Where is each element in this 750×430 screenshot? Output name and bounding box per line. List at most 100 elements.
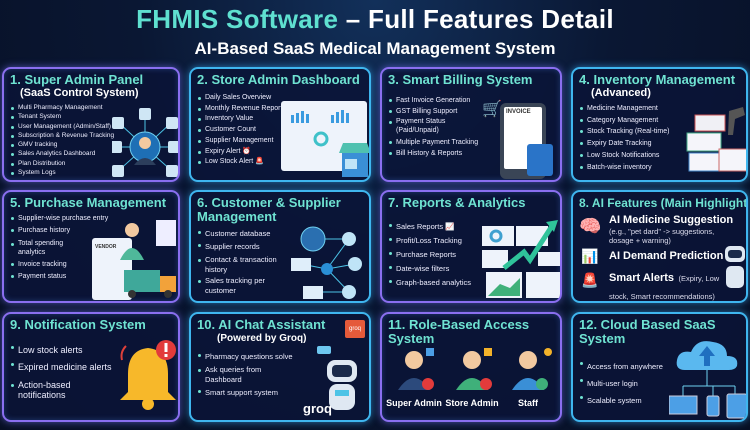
list-item: Stock Tracking (Real-time) [579,126,740,138]
card-cloud-based-saas-system: 12. Cloud Based SaaS System Access from … [571,312,748,422]
list-item: Customer Count [197,125,363,136]
list-item: Supplier-wise purchase entry [10,213,172,225]
groq-logo-badge: groq [345,320,365,338]
card-title: 1. Super Admin Panel [10,72,144,87]
robot-assistant-icon [317,346,357,410]
title-brand: FHMIS Software [136,4,339,34]
card-subtitle: (Advanced) [591,87,651,99]
feature-list: Medicine Management Category Management … [579,103,740,173]
ai-feature-demand-prediction: AI Demand Prediction [609,250,724,262]
card-title: 2. Store Admin Dashboard [197,72,360,87]
list-item: Supplier records [197,240,363,253]
card-super-admin-panel: 1. Super Admin Panel (SaaS Control Syste… [2,67,180,182]
list-item: Bill History & Reports [388,148,554,159]
feature-list: Access from anywhere Multi-user login Sc… [579,358,740,409]
list-item: Low Stock Notifications [579,150,740,162]
ai-feature-smart-alerts: Smart Alerts (Expiry, Low stock, Smart r… [609,268,721,301]
card-store-admin-dashboard: 2. Store Admin Dashboard Daily Sales Ove… [189,67,371,182]
list-item: GST Billing Support [388,106,554,117]
card-purchase-management: 5. Purchase Management Supplier-wise pur… [2,190,180,303]
list-item: Access from anywhere [579,358,740,375]
card-customer-supplier-management: 6. Customer & Supplier Management Custom… [189,190,371,303]
list-item: Multi Pharmacy Management [10,103,172,112]
feature-list: Low stock alerts Expired medicine alerts… [10,342,172,400]
cloud-devices-icon [669,341,746,419]
role-super-admin: Super Admin [386,398,442,408]
feature-list: Pharmacy questions solve Ask queries fro… [197,350,363,399]
bell-alert-icon [120,340,176,410]
medicine-boxes-scanner-icon [686,107,746,172]
list-item: User Management (Admin/Staff) [10,122,172,131]
list-item: Expiry Date Tracking [579,138,740,150]
chart-up-icon: 📊 [581,248,599,264]
role-staff: Staff [518,398,538,408]
card-subtitle: (SaaS Control System) [20,87,139,99]
feature-name: AI Medicine Suggestion [609,214,734,226]
list-item: Scalable system [579,392,740,409]
card-title: 10. AI Chat Assistant [197,317,326,332]
card-role-based-access-system: 11. Role-Based Access System Super Admin… [380,312,562,422]
card-title: 12. Cloud Based SaaS System [579,317,716,346]
role-avatars-illustration [398,348,552,390]
list-item: Sales Analytics Dashboard [10,149,172,158]
list-item: Fast Invoice Generation [388,95,554,106]
list-item: Monthly Revenue Report [197,104,363,115]
feature-name: Smart Alerts [609,272,675,284]
card-title: 9. Notification System [10,317,146,332]
ai-feature-medicine-suggestion: AI Medicine Suggestion (e.g., "pet dard"… [609,214,734,245]
list-item: Date-wise filters [388,262,554,276]
page-subtitle: AI-Based SaaS Medical Management System [194,39,556,58]
feature-detail: (e.g., "pet dard" -> suggestions, dosage… [609,227,715,245]
list-item: Daily Sales Overview [197,93,363,104]
list-item: Invoice tracking [10,259,172,271]
brain-icon: 🧠 [579,216,602,236]
list-item: GMV tracking [10,140,172,149]
admin-network-icon [112,108,178,177]
feature-list: Daily Sales Overview Monthly Revenue Rep… [197,93,363,168]
groq-logo: groq [303,401,332,416]
analytics-charts-illustration [482,220,560,298]
feature-list: Sales Reports 📈 Profit/Loss Tracking Pur… [388,220,554,290]
list-item: Purchase Reports [388,248,554,262]
card-title: 7. Reports & Analytics [388,195,526,210]
card-title: 4. Inventory Management [579,72,736,87]
calculator-icon [527,144,553,176]
page-title: FHMIS Software – Full Features Detail [0,4,750,35]
card-title: 8. AI Features (Main Highlight 🔥) [579,196,748,210]
list-item: Plan Distribution [10,159,172,168]
card-title: 11. Role-Based Access System [388,317,530,346]
list-item: Graph-based analytics [388,276,554,290]
card-subtitle: (Powered by Groq) [217,333,307,344]
card-inventory-management: 4. Inventory Management (Advanced) Medic… [571,67,748,182]
feature-list: Supplier-wise purchase entry Purchase hi… [10,213,172,283]
card-ai-features: 8. AI Features (Main Highlight 🔥) 🧠 📊 🚨 … [571,190,748,303]
list-item: Low Stock Alert 🚨 [197,157,363,168]
store-icon [339,143,369,177]
feature-detail: (Expiry, Low stock, Smart recommendation… [609,274,720,301]
list-item: Purchase history [10,225,172,237]
list-item: Inventory Value [197,114,363,125]
list-item: Expired medicine alerts [10,359,172,376]
list-item: Multi-user login [579,375,740,392]
customer-network-icon [291,226,362,299]
alarm-light-icon: 🚨 [581,272,599,288]
list-item: Customer database [197,227,363,240]
list-item: Action-based notifications [10,380,80,400]
feature-list: Multi Pharmacy Management Tenant System … [10,103,172,177]
list-item: Contact & transaction history [197,255,282,274]
list-item: Ask queries from Dashboard [197,365,269,384]
list-item: Multiple Payment Tracking [388,137,554,148]
feature-list: Fast Invoice Generation GST Billing Supp… [388,95,554,159]
list-item: Sales tracking per customer [197,276,272,295]
list-item: Supplier Management [197,136,363,147]
card-smart-billing-system: 3. Smart Billing System Fast Invoice Gen… [380,67,562,182]
feature-list: Customer database Supplier records Conta… [197,227,363,295]
list-item: Payment status [10,271,172,283]
list-item: Subscription & Revenue Tracking [10,131,172,140]
vendor-label: VENDOR [95,244,117,250]
list-item: Medicine Management [579,103,740,115]
card-ai-chat-assistant: 10. AI Chat Assistant (Powered by Groq) … [189,312,371,422]
header: FHMIS Software – Full Features Detail AI… [0,4,750,59]
list-item: Low stock alerts [10,342,172,359]
list-item: Pharmacy questions solve [197,350,363,363]
